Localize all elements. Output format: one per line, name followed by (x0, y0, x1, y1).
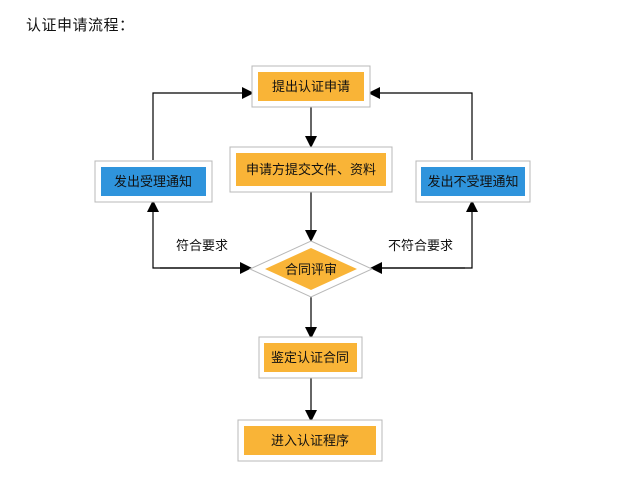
page-title: 认证申请流程： (26, 16, 135, 34)
node-sign-label: 鉴定认证合同 (271, 351, 349, 366)
node-sign: 鉴定认证合同 (258, 336, 363, 379)
node-submit-label: 提出认证申请 (272, 79, 350, 95)
node-accept: 发出受理通知 (94, 160, 213, 203)
node-review: 合同评审 (248, 240, 374, 298)
arrow-reject-to-submit (368, 87, 473, 160)
edge-label-meets: 符合要求 (176, 238, 228, 254)
connectors (147, 87, 478, 422)
arrow-review-to-accept (147, 200, 250, 269)
node-accept-label: 发出受理通知 (114, 174, 192, 190)
node-enter: 进入认证程序 (237, 419, 383, 462)
node-submit: 提出认证申请 (251, 65, 371, 108)
arrow-accept-to-submit (152, 87, 254, 160)
node-reject: 发出不受理通知 (415, 160, 531, 203)
node-review-label: 合同评审 (285, 263, 337, 278)
node-documents: 申请方提交文件、资料 (229, 146, 393, 193)
node-reject-label: 发出不受理通知 (427, 174, 518, 190)
arrow-review-to-reject (372, 200, 478, 269)
edge-label-not-meets: 不符合要求 (388, 238, 453, 254)
node-enter-label: 进入认证程序 (271, 434, 349, 449)
node-documents-label: 申请方提交文件、资料 (246, 162, 376, 178)
